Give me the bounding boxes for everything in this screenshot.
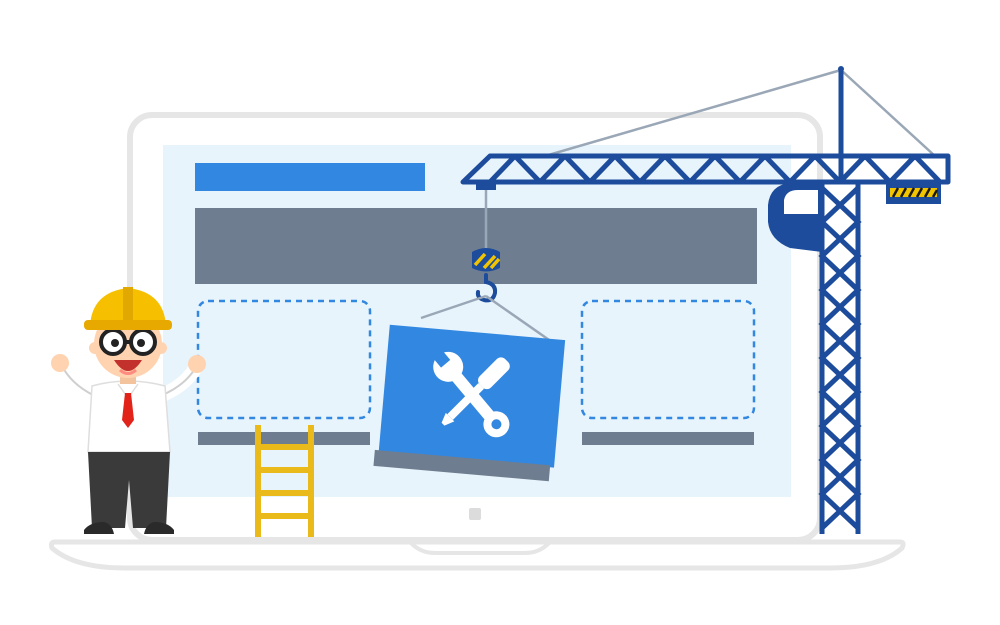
smile: [114, 360, 142, 371]
crane-tower: [818, 182, 862, 534]
hard-hat-icon: [84, 287, 172, 330]
crane-hook-icon: [420, 182, 553, 344]
left-hand: [51, 354, 69, 372]
right-hand: [188, 355, 206, 373]
tie: [122, 393, 134, 428]
laptop-notch: [408, 540, 552, 555]
pants: [88, 452, 170, 528]
placeholder-card-right: [580, 299, 756, 420]
webcam-dot: [469, 508, 481, 520]
placeholder-caption-left: [198, 432, 370, 445]
engineer-character: [51, 287, 206, 534]
crane-cab: [768, 183, 822, 252]
hanging-tools-panel: [373, 324, 566, 482]
crane-jib: [460, 153, 951, 185]
placeholder-caption-right: [582, 432, 754, 445]
header-bar: [195, 163, 425, 191]
crane-counterweight: [886, 184, 941, 204]
tower-crane: [373, 66, 951, 534]
ladder: [255, 425, 314, 537]
wrench-screwdriver-icon: [432, 349, 510, 438]
hero-banner: [195, 208, 757, 284]
